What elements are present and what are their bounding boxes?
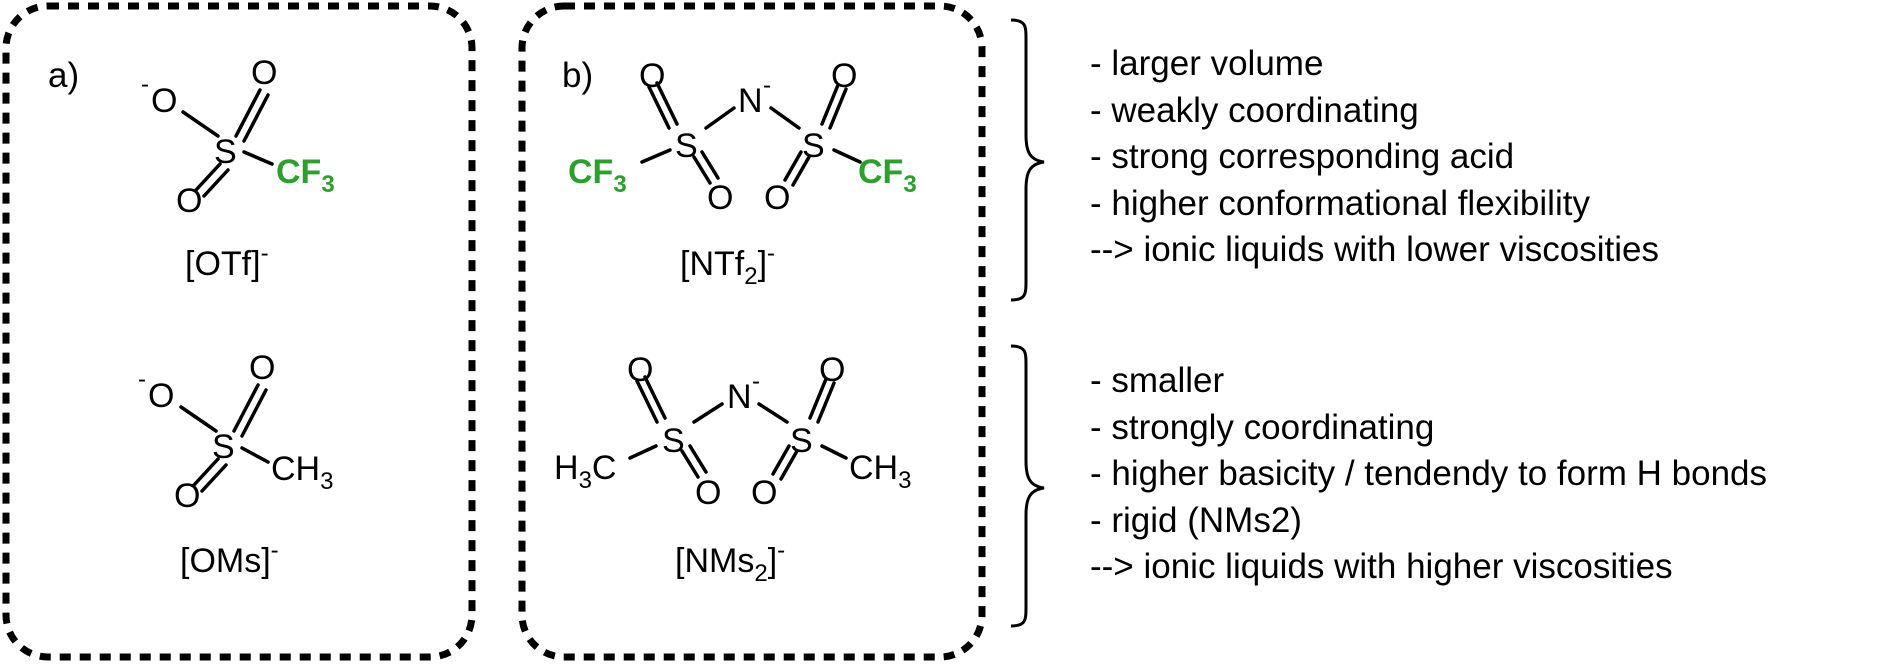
ntf2-cf3-left: CF3	[568, 153, 627, 198]
nms2-name: [NMs2]-	[675, 537, 785, 587]
nms2-sulfur-right: S	[790, 422, 813, 460]
svg-text:-: -	[752, 368, 760, 395]
nms2-oxygen: O	[819, 351, 845, 389]
triflate-sulfur: S	[214, 133, 237, 171]
note-item: - higher basicity / tendendy to form H b…	[1090, 454, 1768, 493]
triflate-oxygen-bottom: O	[176, 182, 202, 220]
mesylate-oxygen-top: O	[249, 349, 275, 387]
note-conclusion: --> ionic liquids with lower viscosities	[1090, 230, 1659, 269]
triflate-oxygen-top: O	[251, 54, 277, 92]
ntf2-nitrogen: N	[738, 82, 763, 120]
mesylate-anion-oxygen: O	[148, 377, 174, 415]
mesylate-sulfur: S	[212, 428, 235, 466]
ntf2-sulfur-left: S	[675, 127, 698, 165]
panel-a-label: a)	[48, 56, 79, 95]
ntf2-name: [NTf2]-	[680, 240, 775, 290]
mesylate-name: [OMs]-	[180, 537, 279, 580]
note-item: - weakly coordinating	[1090, 90, 1419, 130]
brace-bottom	[1010, 344, 1045, 628]
panel-a-frame	[2, 2, 476, 661]
ntf2-oxygen: O	[639, 57, 665, 95]
ntf2-oxygen: O	[764, 179, 790, 217]
mesylate-ch3-group: CH3	[271, 450, 333, 495]
note-item: - strong corresponding acid	[1090, 137, 1515, 176]
nms2-h3c-group: H3C	[554, 449, 616, 494]
nms2-ch3-group: CH3	[849, 449, 911, 494]
note-item: - higher conformational flexibility	[1090, 183, 1590, 223]
svg-text:-: -	[138, 366, 146, 393]
svg-text:-: -	[141, 71, 149, 98]
notes-top: - larger volume - weakly coordinating - …	[1090, 41, 1659, 274]
ntf2-sulfur-right: S	[802, 127, 825, 165]
note-item: - strongly coordinating	[1090, 407, 1435, 447]
ntf2-structure: N - S S O O O O CF3 CF3 [NTf2]-	[568, 57, 917, 290]
nms2-nitrogen: N	[727, 378, 752, 416]
nms2-structure: N - S S O O O O H3C CH3 [NMs2]-	[554, 351, 911, 587]
note-item: - larger volume	[1090, 44, 1324, 83]
triflate-structure: - O S O O CF3 [OTf]-	[141, 54, 335, 283]
triflate-name: [OTf]-	[185, 240, 269, 283]
notes-bottom: - smaller - strongly coordinating - high…	[1090, 358, 1767, 591]
nms2-oxygen: O	[751, 474, 777, 512]
svg-text:-: -	[763, 72, 771, 99]
mesylate-oxygen-bottom: O	[174, 477, 200, 515]
note-conclusion: --> ionic liquids with higher viscositie…	[1090, 547, 1673, 586]
triflate-anion-oxygen: O	[151, 82, 177, 120]
nms2-sulfur-left: S	[662, 422, 685, 460]
note-item: - smaller	[1090, 361, 1225, 400]
panel-b-label: b)	[562, 56, 593, 95]
mesylate-structure: - O S O O CH3 [OMs]-	[138, 349, 333, 580]
ntf2-oxygen: O	[831, 57, 857, 95]
nms2-oxygen: O	[695, 474, 721, 512]
ntf2-oxygen: O	[707, 179, 733, 217]
triflate-cf3-group: CF3	[276, 153, 335, 198]
nms2-oxygen: O	[627, 351, 653, 389]
panel-b-frame	[518, 2, 986, 661]
note-item: - rigid (NMs2)	[1090, 500, 1302, 540]
brace-top	[1010, 18, 1045, 302]
ntf2-cf3-right: CF3	[858, 153, 917, 198]
